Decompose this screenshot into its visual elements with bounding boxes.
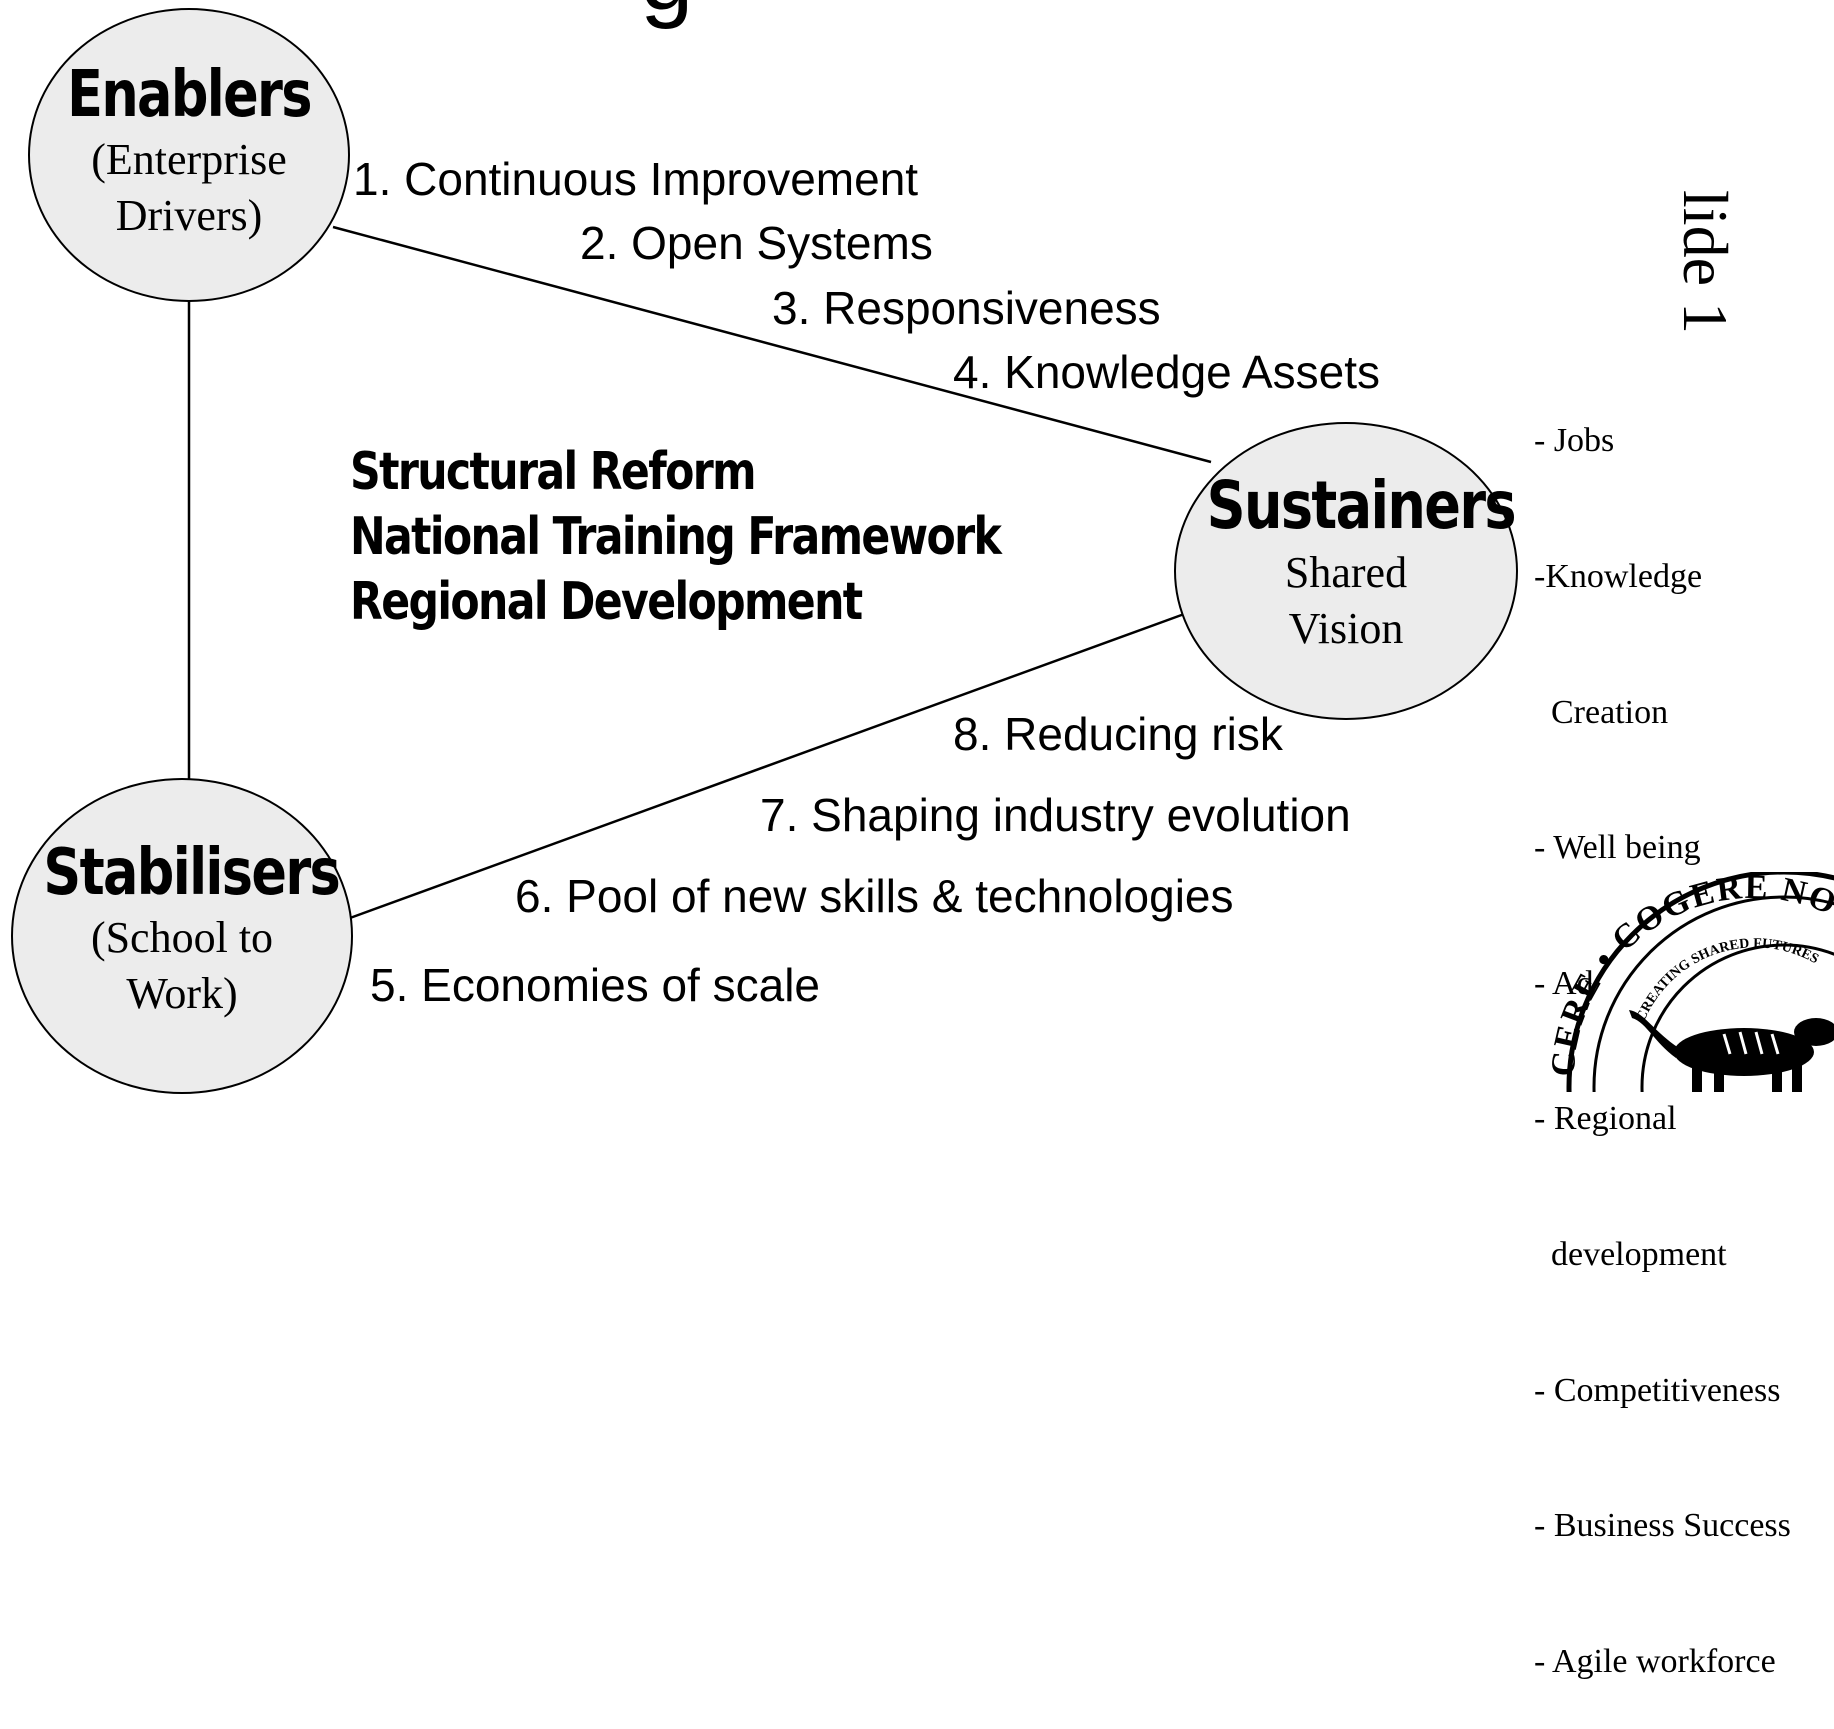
top-item-4: 4. Knowledge Assets bbox=[953, 346, 1381, 398]
top-item-2: 2. Open Systems bbox=[580, 217, 933, 269]
stabilisers-subtitle-line2: Work) bbox=[126, 969, 238, 1018]
seal-logo: CERE • COGERE NOS • COGN CREATING SHARED… bbox=[1534, 872, 1834, 1092]
center-text-line2: National Training Framework bbox=[350, 507, 1002, 567]
bottom-item-6: 6. Pool of new skills & technologies bbox=[515, 870, 1234, 922]
sustainers-subtitle-line1: Shared bbox=[1284, 548, 1408, 597]
stabilisers-title: Stabilisers bbox=[43, 836, 340, 910]
bottom-item-8: 8. Reducing risk bbox=[953, 708, 1283, 760]
line-enablers-sustainers bbox=[332, 225, 1212, 464]
sustainers-subtitle-line2: Vision bbox=[1288, 604, 1404, 653]
outcome-item: - Regional bbox=[1534, 1100, 1677, 1138]
outcome-item: - Competitiveness bbox=[1534, 1371, 1781, 1409]
line-stabilisers-sustainers bbox=[349, 611, 1188, 920]
stabilisers-node: Stabilisers (School to Work) bbox=[11, 778, 353, 1094]
bottom-item-5: 5. Economies of scale bbox=[370, 959, 821, 1011]
stabilisers-subtitle-line1: (School to bbox=[90, 913, 274, 962]
outcome-item: - Agile workforce bbox=[1534, 1642, 1776, 1680]
outcome-item: - Business Success bbox=[1534, 1507, 1791, 1545]
top-item-3: 3. Responsiveness bbox=[772, 282, 1161, 334]
enablers-node: Enablers (Enterprise Drivers) bbox=[28, 8, 350, 302]
sustainers-node: Sustainers Shared Vision bbox=[1174, 422, 1518, 720]
outcome-item: - Well being bbox=[1534, 829, 1701, 867]
outcome-item: development bbox=[1534, 1236, 1727, 1274]
outcome-item: Creation bbox=[1534, 693, 1669, 731]
page-title-fragment: g bbox=[640, 0, 693, 32]
bottom-item-7: 7. Shaping industry evolution bbox=[760, 789, 1351, 841]
top-item-1: 1. Continuous Improvement bbox=[353, 153, 919, 205]
sustainers-title: Sustainers bbox=[1206, 467, 1517, 544]
center-text-line3: Regional Development bbox=[350, 572, 863, 632]
connector-lines bbox=[187, 225, 1212, 920]
enablers-subtitle-line1: (Enterprise bbox=[91, 135, 287, 184]
enablers-title: Enablers bbox=[67, 58, 312, 132]
outcome-item: - Jobs bbox=[1534, 422, 1615, 460]
outcome-item: -Knowledge bbox=[1534, 558, 1703, 596]
center-text-line1: Structural Reform bbox=[350, 442, 757, 502]
enablers-subtitle-line2: Drivers) bbox=[115, 191, 263, 240]
